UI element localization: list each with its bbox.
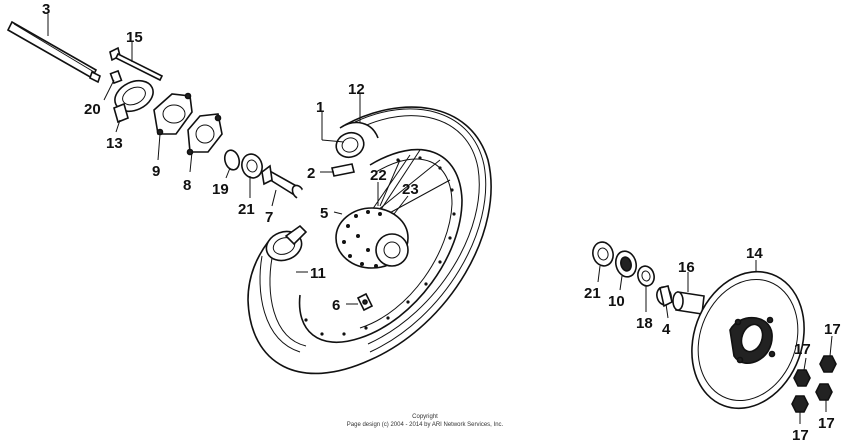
distance-collar[interactable]: [261, 164, 306, 201]
callout-2: 2: [307, 165, 315, 182]
axle-bolt[interactable]: [109, 46, 164, 82]
callout-5: 5: [320, 205, 328, 222]
disc-collar[interactable]: [672, 291, 705, 315]
callout-17-c: 17: [818, 415, 835, 432]
valve-cap[interactable]: [356, 292, 374, 312]
callout-21-left: 21: [238, 201, 255, 218]
seal-plate[interactable]: [153, 92, 193, 136]
callout-16: 16: [678, 259, 695, 276]
bearing-right[interactable]: [590, 240, 616, 268]
disc-nut-1[interactable]: [819, 355, 837, 373]
oil-seal[interactable]: [613, 249, 639, 279]
bearing-left[interactable]: [239, 152, 265, 180]
tube-upper[interactable]: [333, 121, 379, 162]
bushing[interactable]: [109, 69, 123, 85]
callout-10: 10: [608, 293, 625, 310]
callout-8: 8: [183, 177, 191, 194]
rim-band[interactable]: [331, 163, 355, 177]
side-collar[interactable]: [655, 285, 673, 308]
front-wheel[interactable]: [247, 106, 492, 375]
callout-4: 4: [662, 321, 671, 338]
copyright-line-1: Copyright: [412, 414, 438, 420]
o-ring[interactable]: [223, 149, 242, 172]
callout-1: 1: [316, 99, 324, 116]
callout-12: 12: [348, 81, 365, 98]
disc-nut-4[interactable]: [791, 395, 809, 413]
callout-20: 20: [84, 101, 101, 118]
brake-disc[interactable]: [673, 256, 822, 424]
callout-18: 18: [636, 315, 653, 332]
callout-17-d: 17: [792, 427, 809, 444]
callout-21-right: 21: [584, 285, 601, 302]
callout-17-b: 17: [794, 341, 811, 358]
callout-11: 11: [310, 265, 326, 282]
callout-22: 22: [370, 167, 387, 184]
callout-6: 6: [332, 297, 340, 314]
disc-nut-2[interactable]: [793, 369, 811, 387]
axle[interactable]: [6, 20, 101, 84]
copyright-line-2: Page design (c) 2004 - 2014 by ARI Netwo…: [347, 422, 504, 428]
speedometer-gearbox[interactable]: [110, 75, 158, 124]
callout-17-a: 17: [824, 321, 841, 338]
o-ring-right[interactable]: [636, 264, 657, 287]
callout-13: 13: [106, 135, 123, 152]
callout-15: 15: [126, 29, 143, 46]
disc-nut-3[interactable]: [815, 383, 833, 401]
callout-9: 9: [152, 163, 160, 180]
callout-14: 14: [746, 245, 763, 262]
tube-lower[interactable]: [262, 224, 308, 265]
callout-19: 19: [212, 181, 229, 198]
callout-3: 3: [42, 1, 50, 18]
side-plate[interactable]: [186, 113, 223, 156]
callout-23: 23: [402, 181, 419, 198]
callout-7: 7: [265, 209, 273, 226]
